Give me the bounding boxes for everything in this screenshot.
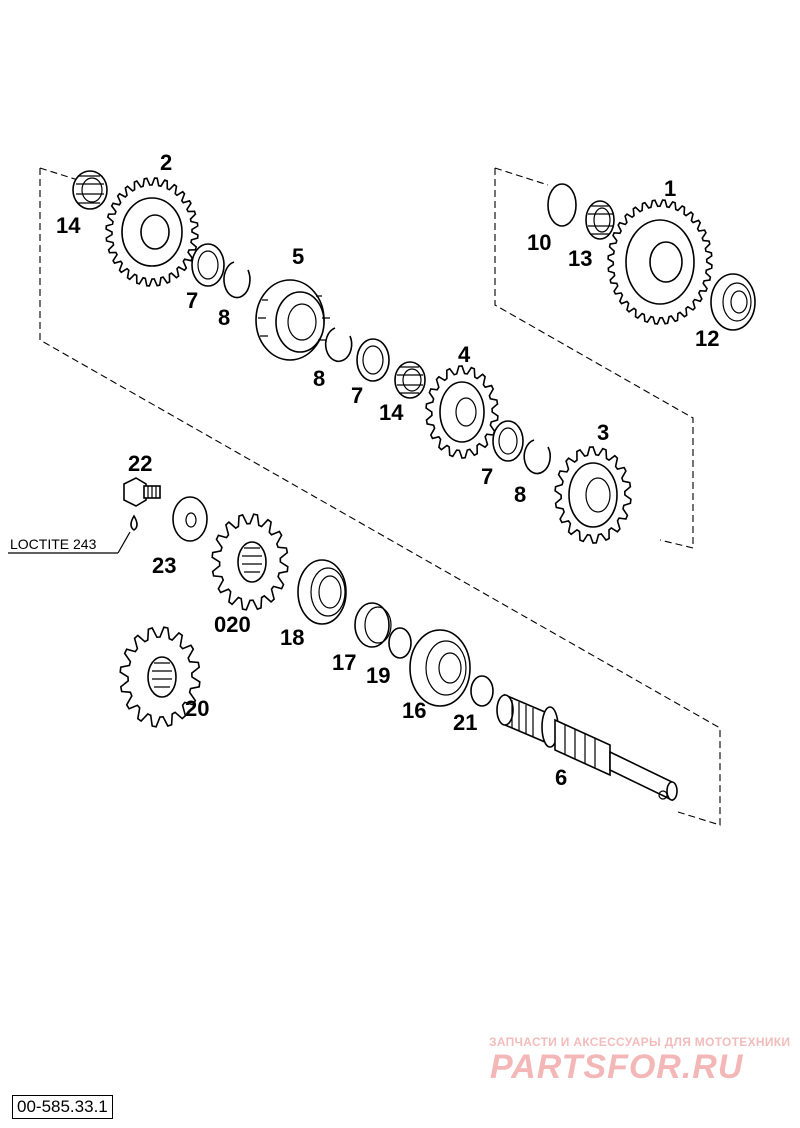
gear-5[interactable] [255,279,330,361]
circlip-8-a[interactable] [223,261,251,299]
circlip-8-c[interactable] [523,439,552,475]
label-5: 5 [292,244,304,269]
assembly-outline-main [39,167,721,826]
label-8c: 8 [514,482,526,507]
label-12: 12 [695,326,719,351]
circlip-8-b[interactable] [324,327,353,363]
gear-4[interactable] [425,365,499,459]
label-14b: 14 [379,400,404,425]
o-ring-21[interactable] [470,675,494,707]
loctite-leader [8,531,131,554]
watermark-brand: PARTSFOR.RU [490,1048,744,1086]
document-number: 00-585.33.1 [12,1095,113,1119]
label-23: 23 [152,553,176,578]
label-21: 21 [453,710,477,735]
gear-2[interactable] [105,177,199,287]
ball-bearing-12[interactable] [710,273,756,331]
label-18: 18 [280,625,304,650]
label-20: 20 [185,696,209,721]
thrust-washer-7-b[interactable] [356,338,390,382]
thrust-washer-7-c[interactable] [492,420,524,462]
thrust-washer-7-a[interactable] [191,243,225,287]
label-8a: 8 [218,305,230,330]
needle-bearing-14-mid[interactable] [394,361,426,399]
label-020: 020 [214,612,251,637]
label-6: 6 [555,765,567,790]
part-labels: 1 2 3 4 5 6 7 7 7 8 8 8 10 12 13 14 14 1… [56,150,719,790]
main-shaft-6[interactable] [496,693,678,802]
loctite-drop-icon [130,514,138,531]
gear-3[interactable] [554,446,632,544]
label-13: 13 [568,246,592,271]
label-19: 19 [366,663,390,688]
label-10: 10 [527,230,551,255]
label-7a: 7 [186,288,198,313]
spacer-17[interactable] [354,602,392,648]
label-22: 22 [128,451,152,476]
sprocket-020[interactable] [211,513,289,611]
label-8b: 8 [313,366,325,391]
washer-23[interactable] [172,496,208,542]
assembly-outline-countershaft [494,167,694,549]
label-17: 17 [332,650,356,675]
label-3: 3 [597,420,609,445]
shaft-seal-18[interactable] [297,559,347,625]
label-4: 4 [458,342,471,367]
o-ring-19[interactable] [388,627,412,659]
label-16: 16 [402,698,426,723]
label-1: 1 [664,176,676,201]
gear-1[interactable] [607,199,713,325]
watermark-tagline: ЗАПЧАСТИ И АКСЕССУАРЫ ДЛЯ МОТОТЕХНИКИ [489,1035,790,1049]
sprocket-20[interactable] [119,626,201,728]
label-7c: 7 [481,464,493,489]
needle-bearing-14-top[interactable] [72,170,108,210]
label-2: 2 [160,150,172,175]
shim-10[interactable] [547,183,577,227]
label-7b: 7 [351,383,363,408]
ball-bearing-16[interactable] [409,629,471,707]
needle-bearing-13[interactable] [585,200,615,240]
label-14a: 14 [56,213,81,238]
loctite-callout: LOCTITE 243 [10,536,97,552]
bolt-22[interactable] [123,477,161,507]
